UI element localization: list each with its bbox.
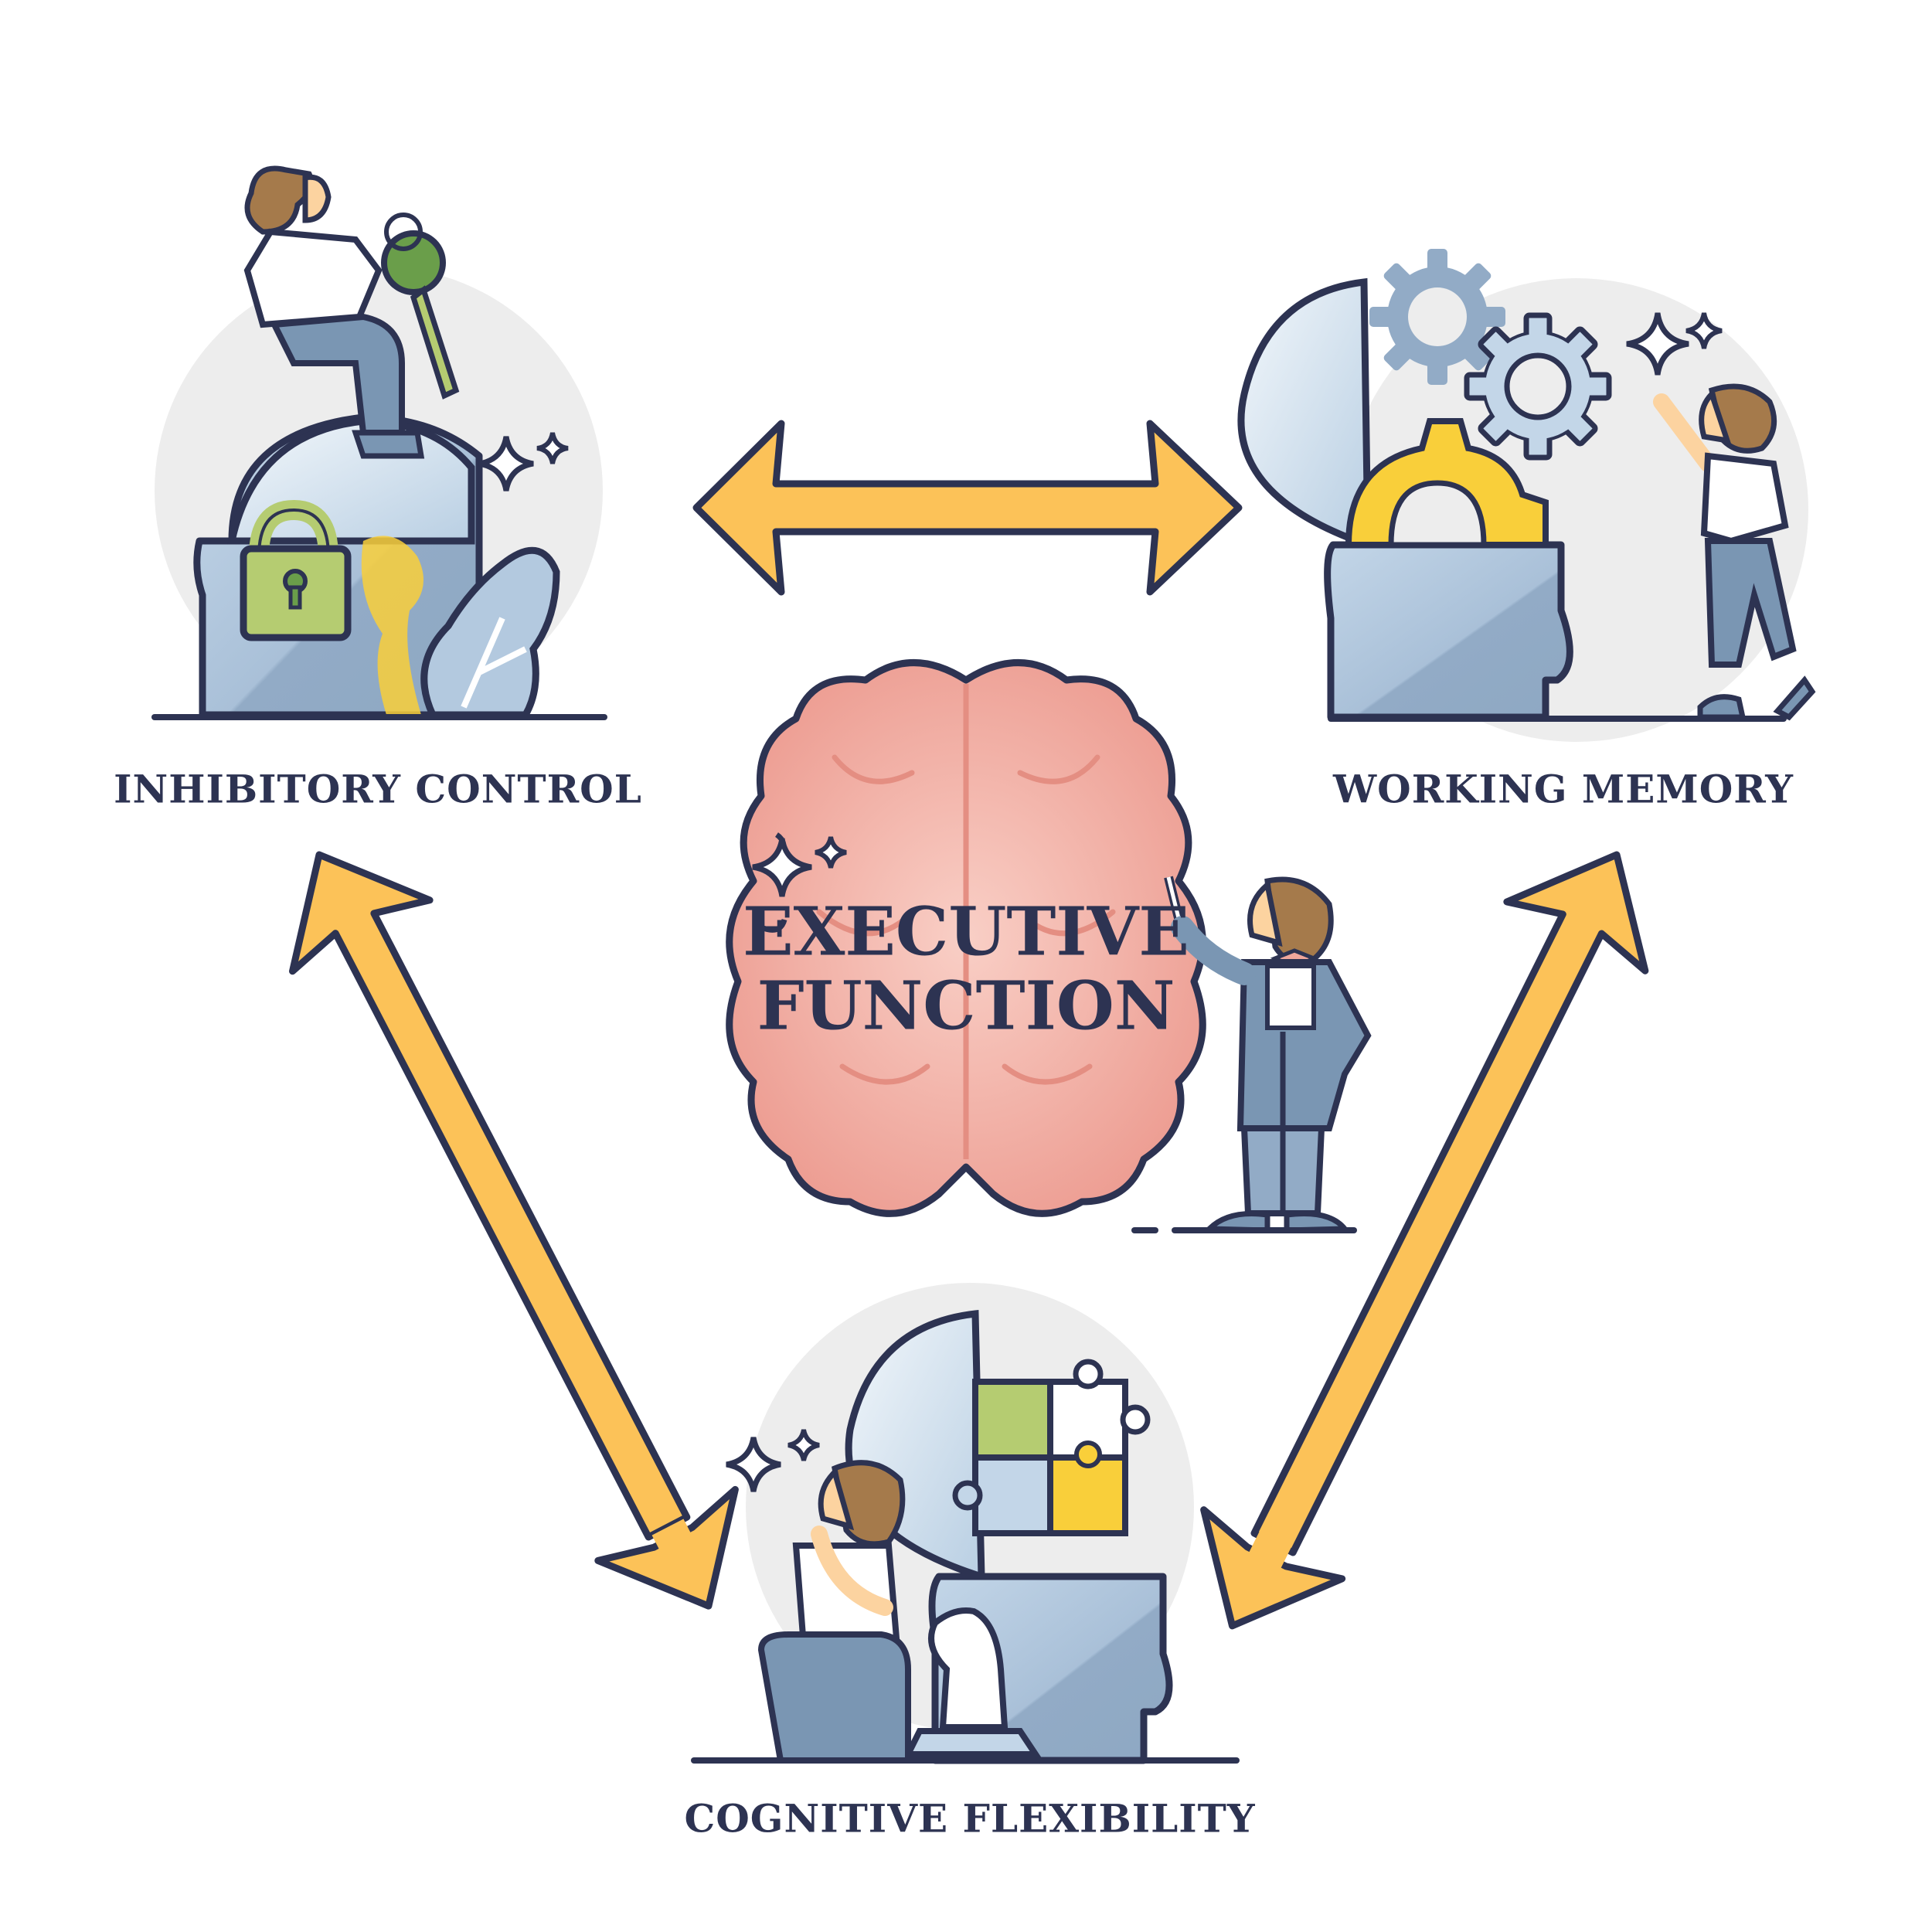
head-with-padlock-and-key-icon <box>151 165 607 720</box>
center-title: EXECUTIVE FUNCTION <box>743 893 1189 1046</box>
arrow-inhibitory-working <box>692 420 1243 596</box>
arrow-inhibitory-cognitive <box>289 851 739 1610</box>
node-label-cognitive-flexibility: COGNITIVE FLEXIBILITY <box>684 1795 1256 1842</box>
arrow-working-cognitive <box>1200 851 1649 1630</box>
node-label-working-memory: WORKING MEMORY <box>1333 766 1794 812</box>
open-head-with-puzzle-and-chess-knight-icon <box>691 1283 1240 1764</box>
node-label-inhibitory-control: INHIBITORY CONTROL <box>114 766 642 812</box>
brain-icon <box>726 659 1206 1217</box>
presenter-figure-icon <box>1131 876 1372 1233</box>
center-title-line-2: FUNCTION <box>757 968 1175 1046</box>
open-head-with-gears-icon <box>1237 249 1816 742</box>
center-title-line-1: EXECUTIVE <box>743 893 1189 971</box>
